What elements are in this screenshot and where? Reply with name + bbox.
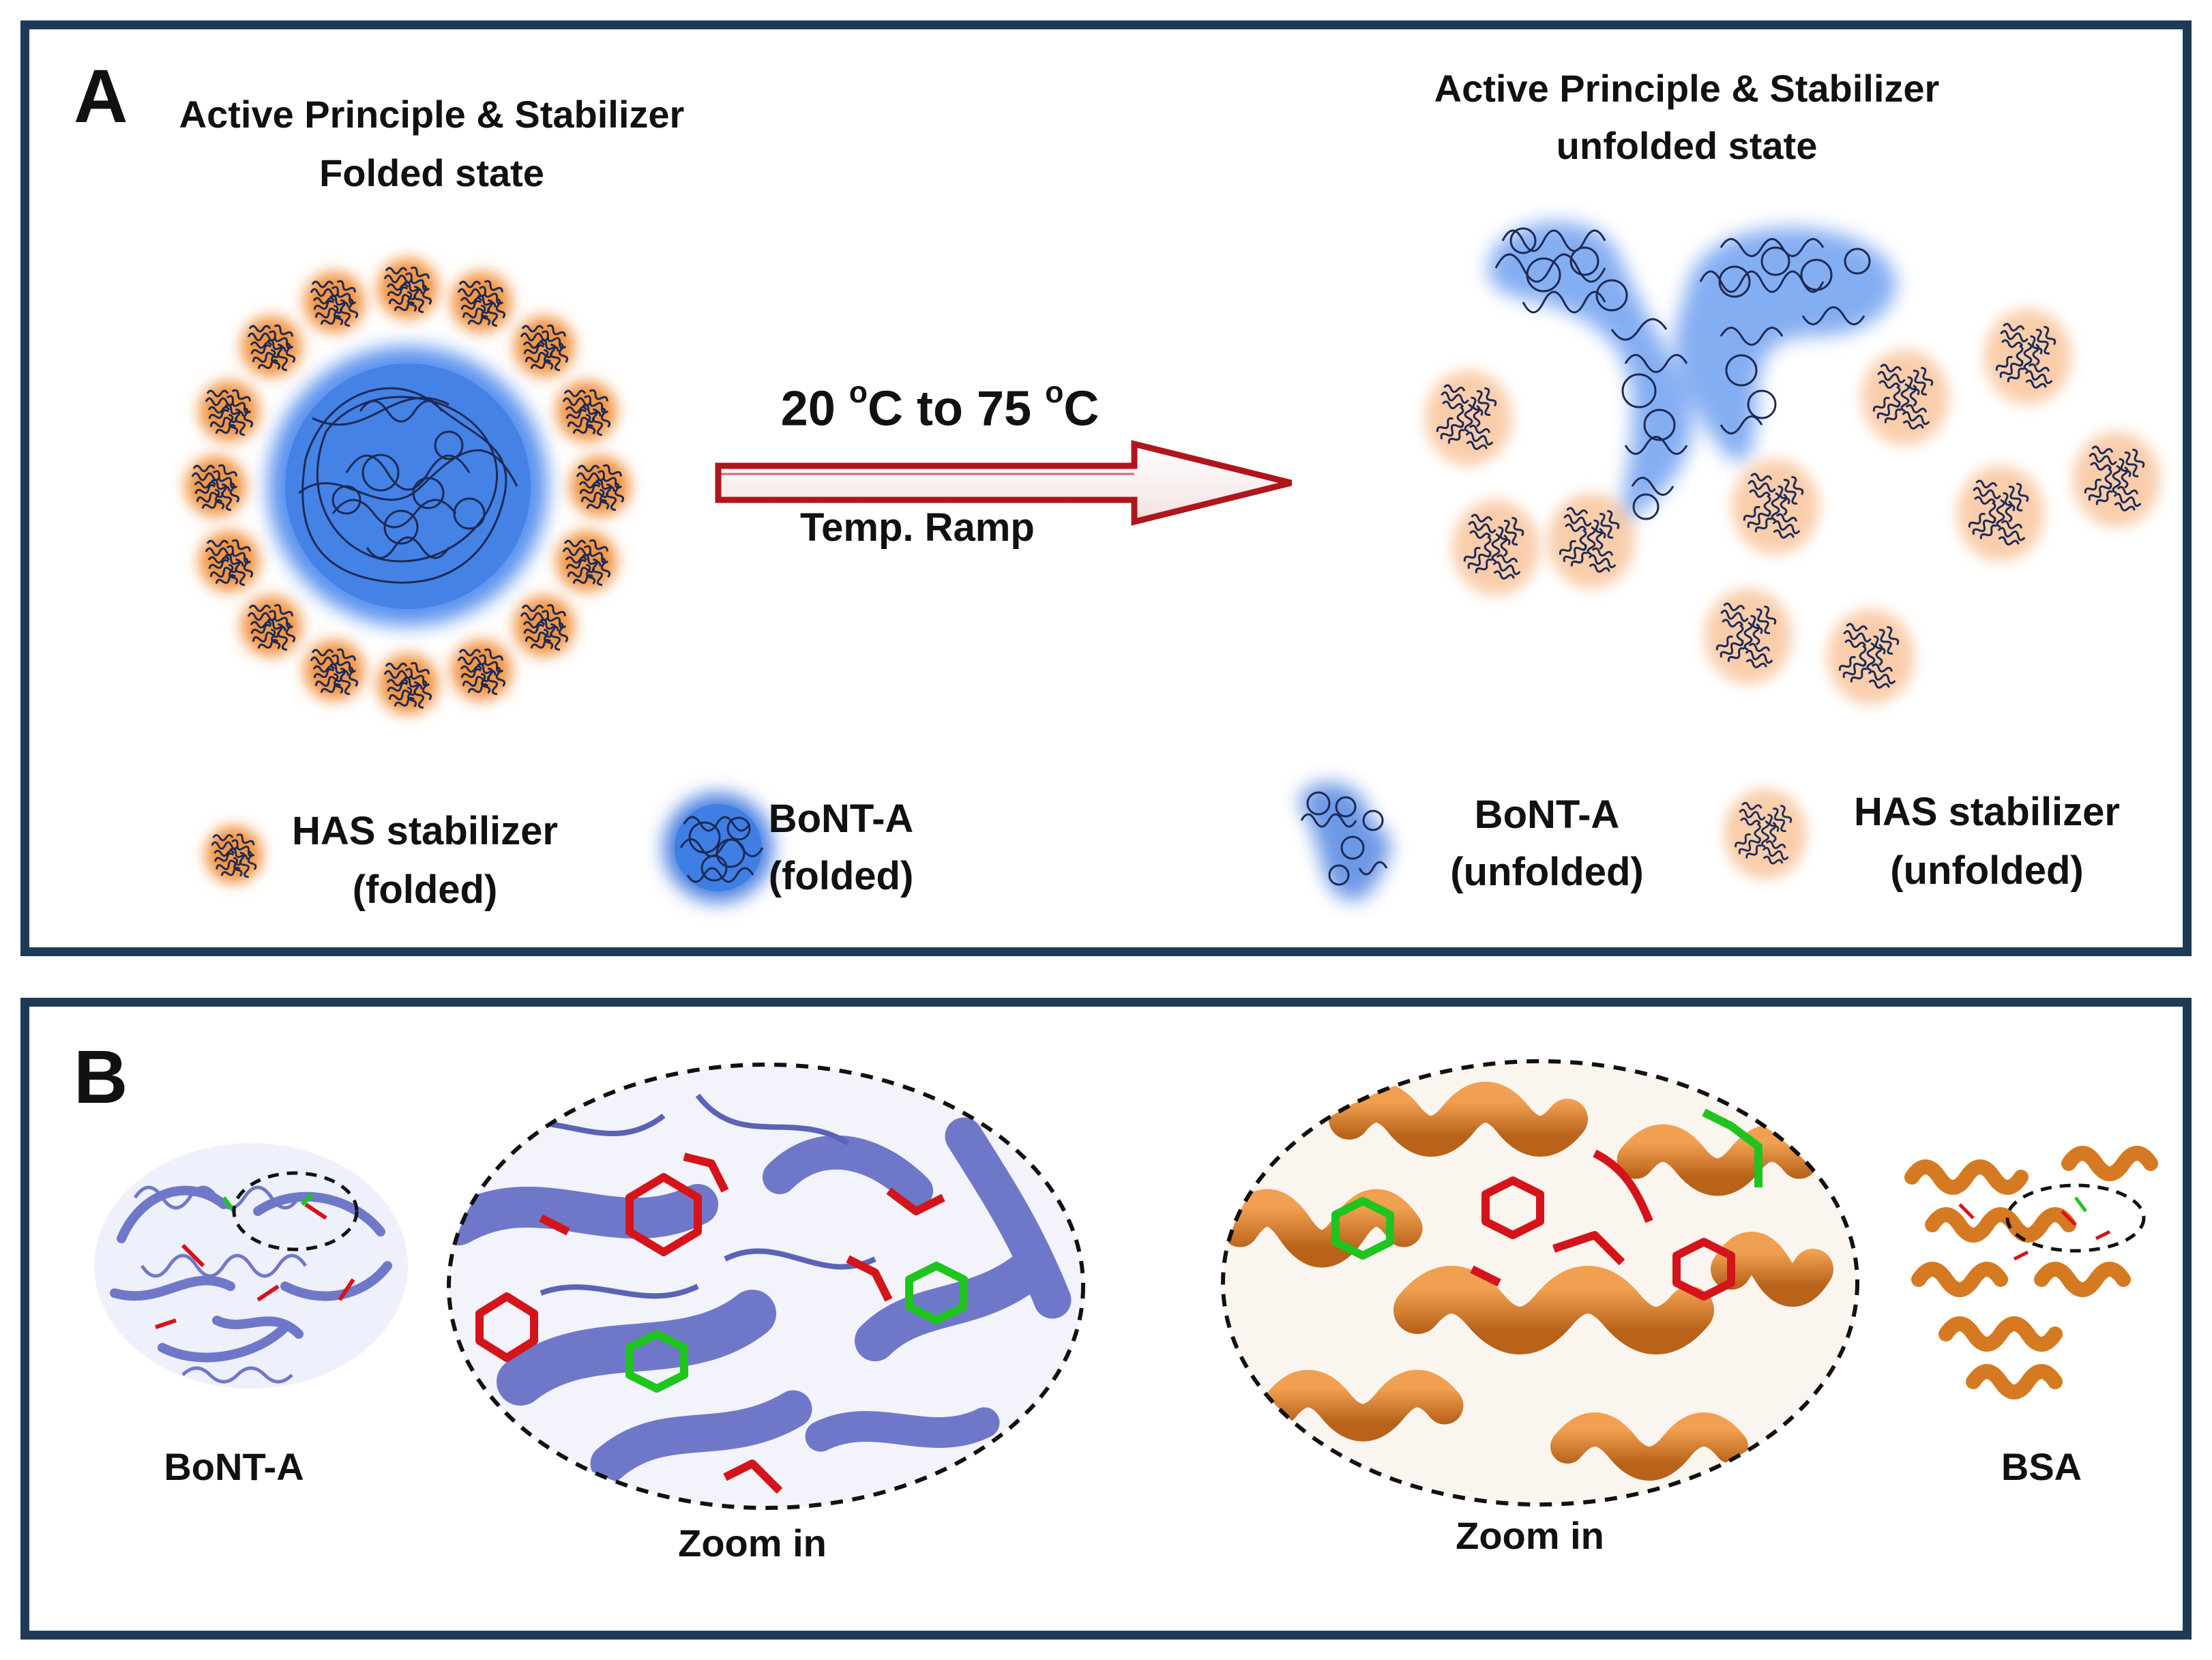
bont-zoom-label: Zoom in xyxy=(678,1522,827,1565)
legend-has-unfolded-line1: HAS stabilizer xyxy=(1854,790,2120,834)
legend-bont-folded-icon xyxy=(664,793,773,902)
unfolded-bont-illustration xyxy=(1488,222,1897,521)
folded-complex-illustration xyxy=(176,254,640,718)
bont-structure-label: BoNT-A xyxy=(164,1445,304,1488)
temp-start: 20 xyxy=(780,381,849,436)
unfolded-has-illustration xyxy=(1393,357,2192,739)
temp-end: C xyxy=(1063,381,1100,436)
left-title-line1: Active Principle & Stabilizer xyxy=(179,93,685,136)
degree-symbol-2: o xyxy=(1045,376,1064,409)
bsa-zoom-label: Zoom in xyxy=(1456,1514,1604,1557)
degree-symbol-1: o xyxy=(849,376,868,409)
panel-b: B BoNT-A xyxy=(20,998,2192,1640)
bsa-zoom-image xyxy=(1221,1059,1859,1507)
bsa-structure-label: BSA xyxy=(2001,1445,2082,1488)
bont-zoom-image xyxy=(447,1063,1085,1510)
bsa-structure-image xyxy=(1904,1146,2158,1399)
legend-bont-folded-line1: BoNT-A xyxy=(768,797,914,841)
bont-core xyxy=(268,346,548,626)
bont-structure-image xyxy=(94,1143,408,1389)
legend-has-unfolded-line2: (unfolded) xyxy=(1890,848,2084,893)
panel-letter-a: A xyxy=(74,55,128,138)
right-title-line2: unfolded state xyxy=(1556,124,1818,167)
legend-has-folded-line2: (folded) xyxy=(352,868,498,912)
temperature-label: 20 oC to 75 oC xyxy=(781,374,1100,439)
legend-has-folded-line1: HAS stabilizer xyxy=(292,809,558,853)
legend-bont-unfolded-line2: (unfolded) xyxy=(1450,850,1644,894)
temp-middle: C to 75 xyxy=(868,381,1046,436)
panel-letter-b: B xyxy=(74,1035,128,1119)
legend-has-unfolded-icon xyxy=(1714,780,1816,889)
legend-has-folded-icon xyxy=(193,814,275,895)
temperature-arrow xyxy=(715,440,1293,526)
legend-bont-unfolded-icon xyxy=(1298,782,1391,901)
panel-a: A Active Principle & Stabilizer Folded s… xyxy=(20,20,2192,956)
left-title-line2: Folded state xyxy=(319,151,544,194)
right-title-line1: Active Principle & Stabilizer xyxy=(1434,67,1940,110)
temp-ramp-label: Temp. Ramp xyxy=(800,505,1035,550)
legend-bont-unfolded-line1: BoNT-A xyxy=(1474,792,1620,837)
legend-bont-folded-line2: (folded) xyxy=(768,854,914,898)
